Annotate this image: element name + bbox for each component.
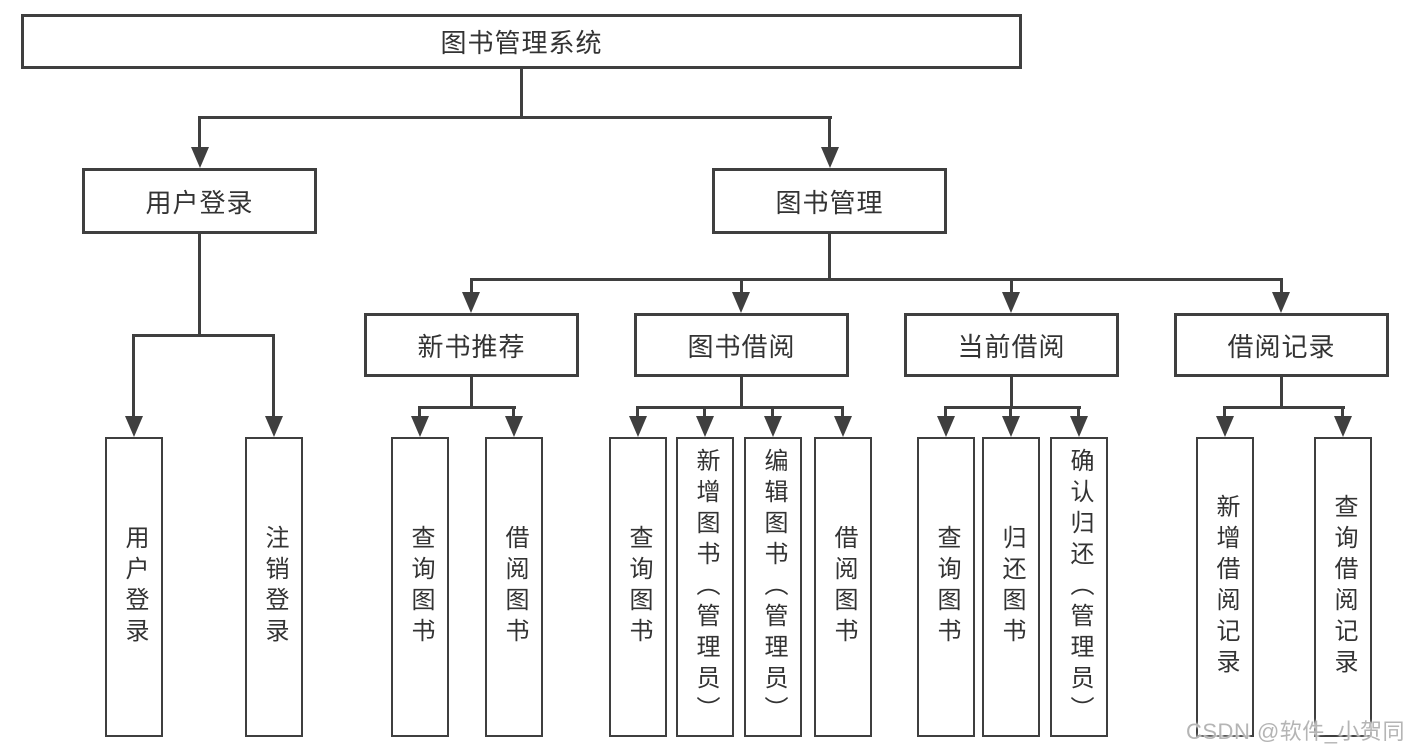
connector-line: [841, 406, 844, 420]
connector-line: [470, 278, 1283, 281]
connector-line: [520, 67, 523, 119]
connector-line: [512, 406, 515, 420]
connector-line: [470, 278, 473, 296]
connector-line: [198, 116, 201, 150]
connector-line: [703, 406, 706, 420]
node-book-borrow: 图书借阅: [634, 313, 849, 377]
leaf-user-login: 用户登录: [105, 437, 163, 737]
connector-line: [1223, 406, 1345, 409]
leaf-edit-books-admin: 编辑图书（管理员）: [744, 437, 802, 737]
connector-line: [272, 334, 275, 419]
connector-line: [1010, 278, 1013, 296]
node-root-system: 图书管理系统: [21, 14, 1022, 69]
connector-line: [828, 116, 831, 150]
node-new-book-recommend: 新书推荐: [364, 313, 579, 377]
node-book-management: 图书管理: [712, 168, 947, 234]
leaf-query-books-current: 查询图书: [917, 437, 975, 737]
leaf-query-books-recommend: 查询图书: [391, 437, 449, 737]
connector-line: [1010, 376, 1013, 409]
connector-line: [1280, 376, 1283, 409]
connector-line: [944, 406, 1081, 409]
connector-line: [198, 233, 201, 337]
connector-line: [132, 334, 135, 419]
connector-line: [1077, 406, 1080, 420]
arrow-down-icon: [505, 416, 523, 437]
connector-line: [1009, 406, 1012, 420]
arrow-down-icon: [1002, 292, 1020, 313]
arrow-down-icon: [629, 416, 647, 437]
arrow-down-icon: [834, 416, 852, 437]
connector-line: [828, 233, 831, 281]
arrow-down-icon: [696, 416, 714, 437]
arrow-down-icon: [732, 292, 750, 313]
arrow-down-icon: [265, 416, 283, 437]
arrow-down-icon: [1070, 416, 1088, 437]
arrow-down-icon: [821, 147, 839, 168]
connector-line: [418, 406, 516, 409]
leaf-return-books: 归还图书: [982, 437, 1040, 737]
arrow-down-icon: [937, 416, 955, 437]
connector-line: [740, 278, 743, 296]
arrow-down-icon: [1272, 292, 1290, 313]
node-current-borrow: 当前借阅: [904, 313, 1119, 377]
leaf-borrow-books-recommend: 借阅图书: [485, 437, 543, 737]
leaf-query-books-borrow: 查询图书: [609, 437, 667, 737]
connector-line: [470, 376, 473, 409]
leaf-query-borrow-record: 查询借阅记录: [1314, 437, 1372, 737]
arrow-down-icon: [411, 416, 429, 437]
arrow-down-icon: [1002, 416, 1020, 437]
connector-line: [740, 376, 743, 409]
arrow-down-icon: [764, 416, 782, 437]
connector-line: [132, 334, 275, 337]
connector-line: [1223, 406, 1226, 420]
arrow-down-icon: [1216, 416, 1234, 437]
arrow-down-icon: [125, 416, 143, 437]
connector-line: [771, 406, 774, 420]
connector-line: [636, 406, 844, 409]
connector-line: [1280, 278, 1283, 296]
node-borrow-record: 借阅记录: [1174, 313, 1389, 377]
arrow-down-icon: [191, 147, 209, 168]
leaf-borrow-books: 借阅图书: [814, 437, 872, 737]
arrow-down-icon: [462, 292, 480, 313]
leaf-add-books-admin: 新增图书（管理员）: [676, 437, 734, 737]
leaf-add-borrow-record: 新增借阅记录: [1196, 437, 1254, 737]
connector-line: [198, 116, 832, 119]
connector-line: [636, 406, 639, 420]
leaf-confirm-return-admin: 确认归还（管理员）: [1050, 437, 1108, 737]
arrow-down-icon: [1334, 416, 1352, 437]
connector-line: [418, 406, 421, 420]
leaf-logout: 注销登录: [245, 437, 303, 737]
csdn-watermark: CSDN @软件_小贺同学: [1186, 719, 1405, 744]
connector-line: [944, 406, 947, 420]
node-user-login: 用户登录: [82, 168, 317, 234]
connector-line: [1341, 406, 1344, 420]
